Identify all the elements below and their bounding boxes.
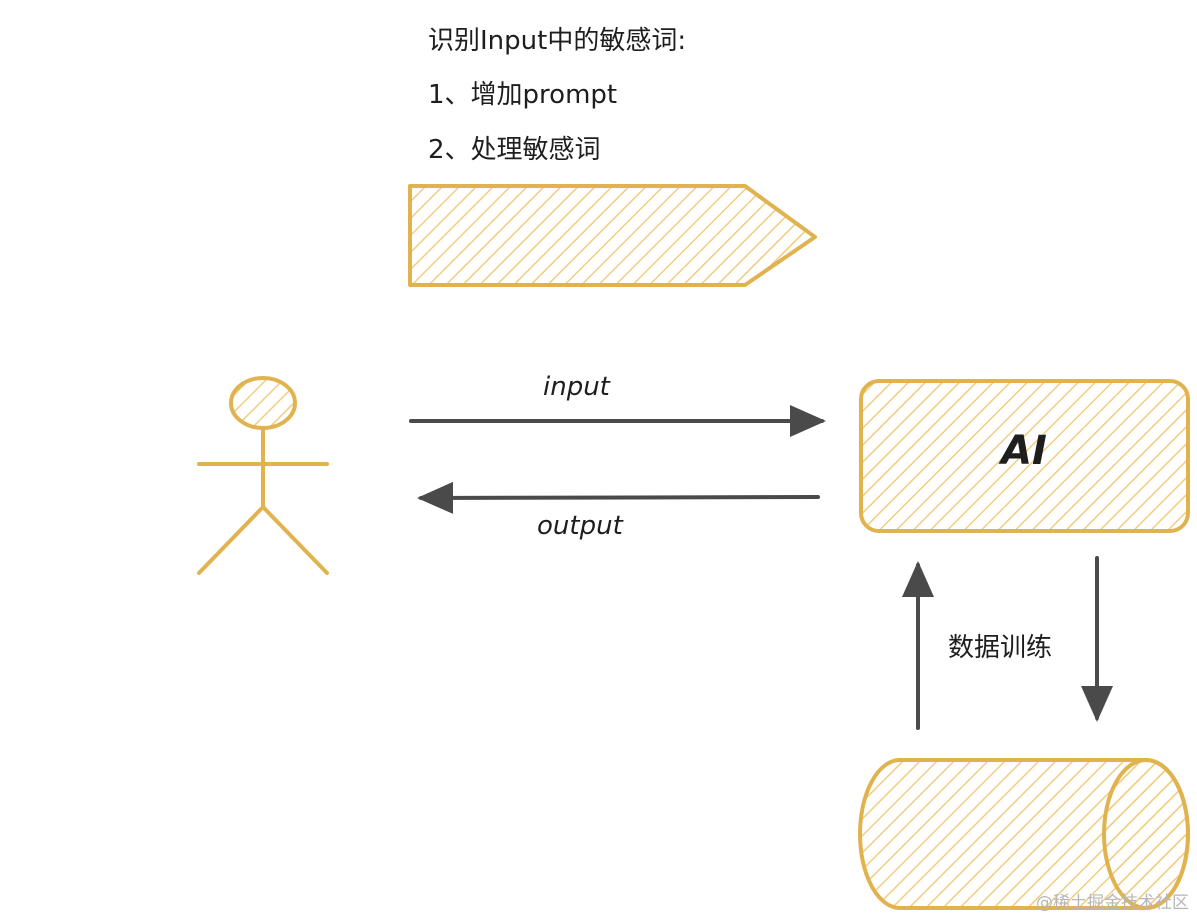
training-label: 数据训练: [948, 633, 1053, 663]
watermark: @稀土掘金技术社区: [1036, 893, 1189, 913]
notes-item-1: 1、增加prompt: [428, 80, 618, 110]
filter-arrow-shape: [408, 184, 817, 287]
input-label: input: [543, 372, 610, 402]
ai-label: AI: [1001, 428, 1047, 474]
user-figure-icon: [197, 376, 329, 575]
ai-box: [859, 379, 1190, 533]
database-cylinder: [858, 758, 1190, 910]
output-arrow: [417, 481, 820, 514]
notes-title: 识别Input中的敏感词:: [428, 26, 687, 56]
notes-item-2: 2、处理敏感词: [428, 135, 601, 165]
output-label: output: [537, 511, 623, 541]
